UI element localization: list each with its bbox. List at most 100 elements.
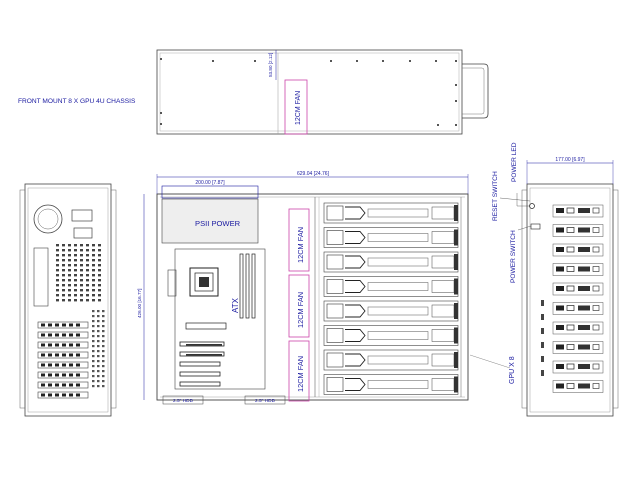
vent-hole xyxy=(97,375,100,378)
power-switch-icon xyxy=(530,223,541,230)
rear-view xyxy=(19,183,117,417)
vent-hole xyxy=(80,294,83,297)
vent-hole xyxy=(92,375,95,378)
vent-hole xyxy=(92,350,95,353)
vent-hole xyxy=(102,385,105,388)
top-view-screws xyxy=(160,58,457,126)
pci-slot xyxy=(179,351,225,357)
gpu-bracket-icon xyxy=(552,224,604,237)
slot-vent xyxy=(41,353,45,357)
slot-vent xyxy=(55,393,59,397)
hdd-box-2 xyxy=(244,395,286,405)
slot-vent xyxy=(62,393,66,397)
vent-hole xyxy=(98,254,101,257)
vent-hole xyxy=(92,254,95,257)
fan-label-2: 12CM FAN xyxy=(296,292,305,328)
pci-slots xyxy=(179,341,225,387)
top-view-fan-box xyxy=(284,79,308,135)
slot-vent xyxy=(48,373,52,377)
vent-hole xyxy=(97,330,100,333)
slot-vent xyxy=(76,343,80,347)
vent-hole xyxy=(62,259,65,262)
vent-hole xyxy=(102,345,105,348)
front-vent-slot xyxy=(541,356,544,362)
vent-hole xyxy=(86,294,89,297)
slot-vent xyxy=(76,393,80,397)
slot-vent xyxy=(48,393,52,397)
vent-hole xyxy=(92,289,95,292)
slot-vent xyxy=(69,383,73,387)
vent-hole xyxy=(98,269,101,272)
gpu-bracket-icon xyxy=(552,341,604,354)
slot-vent xyxy=(69,363,73,367)
vent-hole xyxy=(80,264,83,267)
fan-box-3 xyxy=(288,340,310,402)
vent-hole xyxy=(80,289,83,292)
front-vent-slot xyxy=(541,300,544,306)
drawing-title: FRONT MOUNT 8 X GPU 4U CHASSIS xyxy=(18,98,136,105)
front-view-outline xyxy=(526,183,614,417)
power-led-icon xyxy=(529,203,535,209)
vent-hole xyxy=(92,345,95,348)
slot-vent xyxy=(55,323,59,327)
vent-hole xyxy=(98,274,101,277)
vent-hole xyxy=(98,289,101,292)
slot-vent xyxy=(55,353,59,357)
slot-vent xyxy=(69,393,73,397)
pci-slot-pins xyxy=(186,354,222,356)
front-vent-slot xyxy=(541,314,544,320)
gpu-bracket-icon xyxy=(552,263,604,276)
vent-hole xyxy=(56,289,59,292)
slot-vent xyxy=(55,383,59,387)
slot-vent xyxy=(41,383,45,387)
power-led-label: POWER LED xyxy=(511,142,518,182)
rear-handle-left xyxy=(19,189,26,409)
vent-hole xyxy=(92,264,95,267)
vent-hole xyxy=(68,259,71,262)
motherboard xyxy=(174,248,266,390)
slot-vent xyxy=(62,333,66,337)
front-view: 177.00 [6.97] RESET SWITCH POWER LED POW… xyxy=(492,142,619,417)
vent-hole xyxy=(92,269,95,272)
vent-hole xyxy=(92,360,95,363)
pci-slot xyxy=(179,341,225,347)
vent-hole xyxy=(62,279,65,282)
vent-hole xyxy=(86,249,89,252)
ram-slots xyxy=(239,253,256,319)
vent-hole xyxy=(92,325,95,328)
vent-hole xyxy=(74,299,77,302)
vent-hole xyxy=(56,259,59,262)
vent-hole xyxy=(62,249,65,252)
slot-vent xyxy=(48,353,52,357)
expansion-slot xyxy=(37,361,89,369)
vent-hole xyxy=(86,279,89,282)
vent-hole xyxy=(102,320,105,323)
slot-vent xyxy=(62,323,66,327)
vent-hole xyxy=(80,274,83,277)
vent-hole xyxy=(68,299,71,302)
vent-hole xyxy=(92,259,95,262)
expansion-slot xyxy=(37,391,89,399)
rear-psu-socket xyxy=(71,209,93,222)
vent-hole xyxy=(68,274,71,277)
rear-handle-right xyxy=(110,189,117,409)
slot-vent xyxy=(69,333,73,337)
vent-hole xyxy=(56,254,59,257)
vent-hole xyxy=(102,350,105,353)
front-vent-slot xyxy=(541,328,544,334)
vent-hole xyxy=(56,274,59,277)
vent-hole xyxy=(62,254,65,257)
slot-vent xyxy=(48,383,52,387)
vent-hole xyxy=(74,274,77,277)
vent-hole xyxy=(102,380,105,383)
vent-hole xyxy=(92,310,95,313)
vent-hole xyxy=(97,335,100,338)
vent-hole xyxy=(56,294,59,297)
front-vent-slot xyxy=(541,342,544,348)
vent-hole xyxy=(68,244,71,247)
vent-hole xyxy=(62,244,65,247)
gpu-bracket-icon xyxy=(552,321,604,335)
slot-vent xyxy=(62,383,66,387)
expansion-slot xyxy=(37,381,89,389)
vent-hole xyxy=(80,284,83,287)
